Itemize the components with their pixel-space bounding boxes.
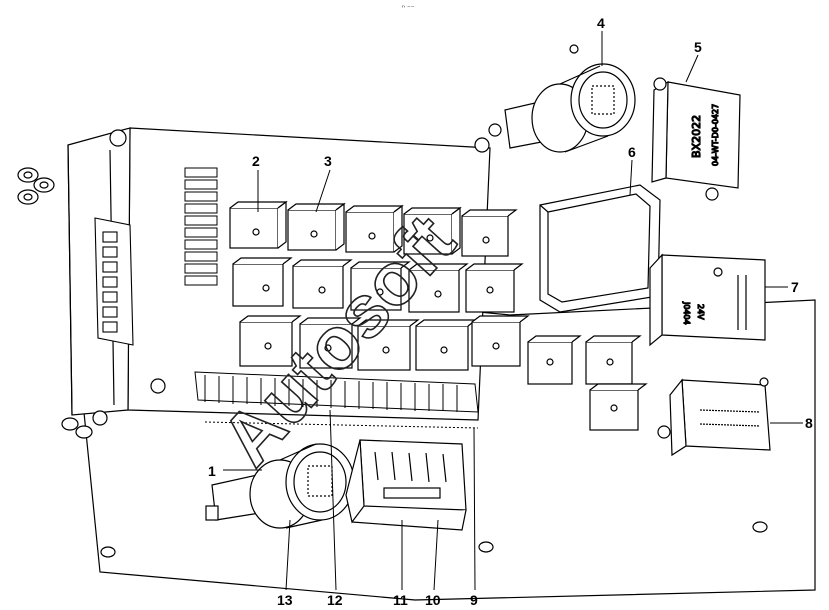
relay-row-1 bbox=[229, 200, 518, 257]
callout-13: 13 bbox=[277, 592, 293, 608]
module-5-line1: BX2022 bbox=[690, 115, 703, 158]
buzzer-4 bbox=[474, 44, 636, 153]
left-bolts bbox=[17, 167, 93, 439]
buzzer-13 bbox=[205, 443, 355, 529]
leader-lines bbox=[223, 31, 803, 591]
left-connector-strip bbox=[94, 217, 134, 346]
module-8 bbox=[657, 377, 771, 457]
flasher-module-7: J0404 24V bbox=[649, 253, 766, 347]
callout-11: 11 bbox=[393, 592, 408, 608]
callout-4: 4 bbox=[597, 15, 605, 31]
header-mark: ⁿ ⁻⁻ bbox=[402, 4, 415, 12]
callout-7: 7 bbox=[791, 279, 799, 295]
callout-12: 12 bbox=[327, 592, 343, 608]
relay-row-2 bbox=[232, 257, 524, 313]
fuse-strip bbox=[194, 371, 479, 429]
callout-6: 6 bbox=[628, 144, 636, 160]
module-7-line1: J0404 bbox=[682, 301, 691, 325]
callout-8: 8 bbox=[805, 415, 813, 431]
callout-5: 5 bbox=[694, 39, 702, 55]
callout-9: 9 bbox=[470, 592, 478, 608]
callouts: 1 2 3 4 5 6 7 8 9 10 11 12 13 bbox=[208, 15, 813, 608]
module-7-line2: 24V bbox=[696, 304, 705, 320]
relay-row-3 bbox=[239, 315, 530, 371]
callout-1: 1 bbox=[208, 463, 216, 479]
module-5: BX2022 04-WT-D0-0427 bbox=[651, 77, 741, 201]
module-5-line2: 04-WT-D0-0427 bbox=[711, 104, 720, 166]
callout-3: 3 bbox=[324, 153, 332, 169]
callout-2: 2 bbox=[252, 153, 260, 169]
callout-10: 10 bbox=[425, 592, 441, 608]
control-module-6 bbox=[539, 184, 661, 313]
mini-fuse-column bbox=[184, 167, 218, 286]
relay-group-right bbox=[527, 335, 648, 431]
